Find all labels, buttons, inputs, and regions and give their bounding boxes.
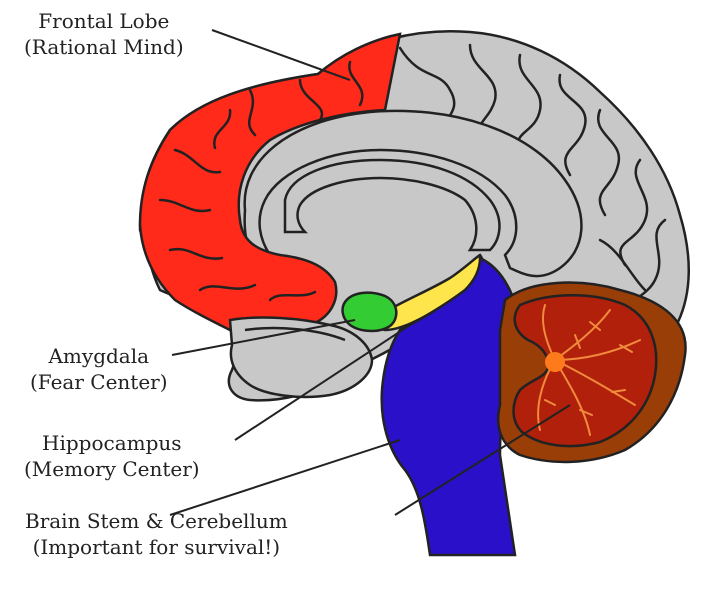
hippocampus-desc: (Memory Center) [24, 457, 200, 481]
cerebellum-inner [512, 294, 658, 448]
leader-hippocampus [234, 324, 411, 441]
hippocampus-name: Hippocampus [42, 431, 182, 455]
leader-frontal [211, 29, 351, 81]
amygdala-label: Amygdala (Fear Center) [30, 343, 168, 395]
hippocampus-label: Hippocampus (Memory Center) [24, 430, 200, 482]
amygdala-name: Amygdala [48, 344, 150, 368]
frontal-lobe-label: Frontal Lobe (Rational Mind) [24, 8, 184, 60]
corpus-callosum [243, 109, 583, 278]
leader-amygdala [171, 319, 356, 356]
temporal-fold [244, 326, 346, 342]
amygdala-desc: (Fear Center) [30, 370, 168, 394]
leader-brainstem [169, 439, 401, 516]
arbor-vitae-center [545, 352, 565, 372]
brain-stem-desc: (Important for survival!) [32, 535, 281, 559]
leader-cerebellum [394, 404, 571, 516]
frontal-lobe-desc: (Rational Mind) [24, 35, 184, 59]
frontal-folds [158, 60, 364, 302]
brain-stem-name: Brain Stem & Cerebellum [25, 509, 288, 533]
amygdala [341, 291, 398, 333]
leader-lines [169, 29, 571, 516]
frontal-lobe-name: Frontal Lobe [38, 9, 170, 33]
brain-stem-label: Brain Stem & Cerebellum (Important for s… [25, 508, 288, 560]
